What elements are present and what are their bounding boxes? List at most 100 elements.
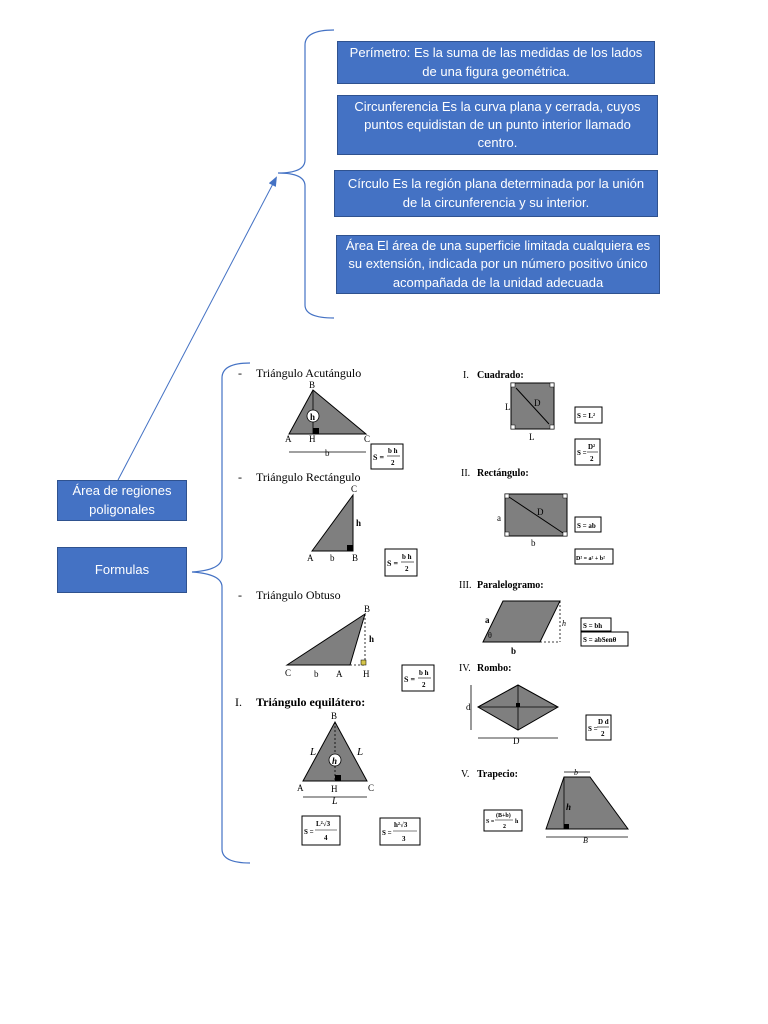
obtuso-bullet: - — [238, 588, 242, 602]
definition-circulo-box: Círculo Es la región plana determinada p… — [334, 170, 658, 217]
obtuso-label-b: b — [314, 669, 319, 679]
paralelogramo-title: Paralelogramo: — [477, 580, 544, 591]
definition-perimetro-text: Perímetro: Es la suma de las medidas de … — [349, 45, 643, 79]
trirect-formula-s: S = — [387, 559, 398, 568]
equilatero-formula2-den: 3 — [402, 835, 406, 843]
cuadrado-figure: L L D — [505, 382, 555, 442]
equilatero-formula-2: S = h²√3 3 — [379, 817, 421, 846]
cuadrado-label-L-side: L — [505, 402, 511, 412]
rectangulo-formula-box — [574, 516, 602, 533]
acutangulo-title: Triángulo Acutángulo — [256, 366, 361, 380]
rectangulo-formula-diag: D² = a² + b² — [576, 556, 605, 562]
acutangulo-label-C: C — [364, 434, 370, 444]
cuadrado-formula-area: S = L² — [577, 412, 595, 420]
obtuso-label-h: h — [369, 634, 374, 644]
equilatero-label-H: H — [331, 784, 338, 794]
obtuso-figure: B C b A H h — [285, 604, 374, 679]
trapecio-label-h: h — [566, 802, 571, 812]
trapecio-formula-num: (B+b) — [496, 812, 511, 819]
rombo-formula-den: 2 — [601, 730, 605, 738]
main-node-text: Área de regiones poligonales — [72, 483, 172, 517]
equilatero-formula-1: S = L²√3 4 — [301, 815, 341, 846]
connector-arrow — [117, 176, 277, 481]
acutangulo-formula-num: b h — [388, 447, 398, 455]
obtuso-label-C: C — [285, 668, 291, 678]
paralelogramo-formula2-box — [580, 631, 629, 647]
paralelogramo-numeral: III. — [459, 580, 472, 591]
equilatero-formula1-den: 4 — [324, 834, 328, 842]
equilatero-title: Triángulo equilátero: — [256, 695, 365, 709]
acutangulo-figure: B A C H h b — [285, 380, 370, 458]
trirect-label-b: b — [330, 553, 335, 563]
acutangulo-formula-s: S = — [373, 453, 384, 462]
cuadrado-formula-diag-num: D² — [588, 443, 595, 451]
rectangulo-formula-area: S = ab — [577, 522, 596, 530]
trapecio-title: Trapecio: — [477, 769, 518, 780]
paralelogramo-formula-area2: S = abSenθ — [583, 636, 617, 644]
paralelogramo-label-a: a — [485, 615, 490, 625]
paralelogramo-label-h: h — [562, 619, 566, 628]
trirect-formula-num: b h — [402, 553, 412, 561]
definition-circunferencia-box: Circunferencia Es la curva plana y cerra… — [337, 95, 658, 155]
cuadrado-formula-diag-s: S = — [577, 449, 587, 457]
paralelogramo-formula-box — [580, 617, 612, 632]
cuadrado-label-D: D — [534, 398, 541, 408]
obtuso-label-B: B — [364, 604, 370, 614]
rectangulo-label-a: a — [497, 513, 501, 523]
rombo-numeral: IV. — [459, 663, 471, 674]
rectangulo-numeral: II. — [461, 468, 470, 479]
rombo-formula-num: D d — [598, 718, 609, 726]
obtuso-formula-den: 2 — [422, 681, 426, 689]
equilatero-numeral: I. — [235, 695, 242, 709]
cuadrado-formula-diag: S = D² 2 — [574, 438, 601, 466]
triangulo-rectangulo-formula: S = b h 2 — [384, 548, 418, 577]
definition-perimetro-box: Perímetro: Es la suma de las medidas de … — [337, 41, 655, 84]
obtuso-label-H: H — [363, 669, 370, 679]
paralelogramo-label-theta: θ — [488, 631, 492, 640]
rectangulo-diag-box — [574, 548, 614, 565]
equilatero-label-A: A — [297, 783, 304, 793]
paralelogramo-label-b: b — [511, 646, 516, 656]
equilatero-label-C: C — [368, 783, 374, 793]
acutangulo-label-H: H — [309, 434, 316, 444]
equilatero-formula2-s: S = — [382, 829, 392, 837]
rectangulo-title: Rectángulo: — [477, 468, 529, 479]
trapecio-formula-h: h — [515, 819, 519, 825]
definition-area-box: Área El área de una superficie limitada … — [336, 235, 660, 294]
rombo-label-D: D — [513, 736, 520, 746]
equilatero-label-B: B — [331, 711, 337, 721]
trirect-label-h: h — [356, 518, 361, 528]
acutangulo-label-h: h — [310, 412, 315, 422]
rombo-formula-s: S = — [588, 725, 598, 733]
trapecio-label-b: b — [574, 768, 578, 777]
formulas-node-box: Formulas — [57, 547, 187, 593]
cuadrado-label-L-base: L — [529, 432, 535, 442]
formulas-brace — [191, 362, 251, 864]
trirect-label-A: A — [307, 553, 314, 563]
definition-area-text: Área El área de una superficie limitada … — [345, 238, 651, 290]
main-node-box: Área de regiones poligonales — [57, 480, 187, 521]
definition-circunferencia-text: Circunferencia Es la curva plana y cerra… — [354, 98, 641, 151]
trapecio-formula: S = (B+b) 2 h — [483, 809, 523, 832]
rectangulo-title: Triángulo Rectángulo — [256, 470, 361, 484]
obtuso-formula-num: b h — [419, 669, 429, 677]
trirect-label-B: B — [352, 553, 358, 563]
definition-circulo-text: Círculo Es la región plana determinada p… — [347, 176, 645, 210]
equilatero-figure: B A C H L L h L — [297, 711, 374, 807]
acutangulo-label-A: A — [285, 434, 292, 444]
cuadrado-title: Cuadrado: — [477, 370, 524, 381]
rectangulo-label-D: D — [537, 507, 544, 517]
obtuso-formula-s: S = — [404, 675, 415, 684]
trapecio-formula-s: S = — [486, 819, 495, 825]
cuadrado-formula-diag-den: 2 — [590, 455, 594, 463]
rectangulo-label-b: b — [531, 538, 536, 548]
cuadrado-formula-box — [574, 406, 603, 424]
equilatero-formula1-s: S = — [304, 828, 314, 836]
acutangulo-formula: S = b h 2 — [370, 443, 404, 470]
cuadrado-numeral: I. — [463, 370, 469, 381]
rombo-label-d: d — [466, 702, 471, 712]
rectangulo-figure: a b D — [497, 493, 568, 548]
trirect-label-C: C — [351, 484, 357, 494]
